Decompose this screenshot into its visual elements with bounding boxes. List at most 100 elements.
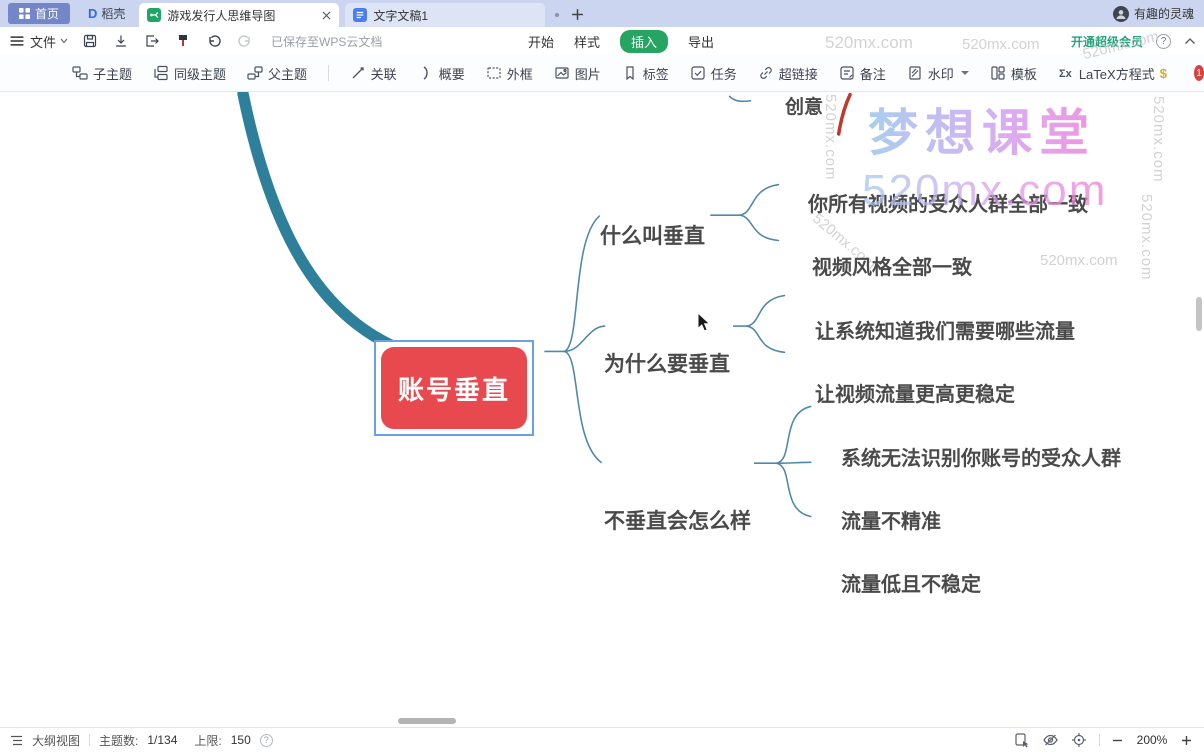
child-topic[interactable]: 系统无法识别你账号的受众人群 <box>841 448 1121 470</box>
branch-why-vertical[interactable]: 为什么要垂直 <box>604 353 730 376</box>
user-avatar <box>1112 5 1129 22</box>
summary-button[interactable]: 概要 <box>418 64 465 83</box>
template-label: 模板 <box>1010 66 1037 82</box>
logo-red-stroke <box>836 92 852 136</box>
outline-view-icon <box>11 735 22 745</box>
outline-view-button[interactable]: 大纲视图 <box>32 733 81 748</box>
parent-topic-button[interactable]: 父主题 <box>247 64 307 83</box>
relation-button[interactable]: 关联 <box>350 64 397 83</box>
plus-icon <box>572 9 584 20</box>
watermark-icon <box>909 66 921 80</box>
upgrade-member-link[interactable]: 开通超级会员 <box>1070 34 1143 49</box>
file-menu-label: 文件 <box>30 34 57 50</box>
new-tab-button[interactable] <box>571 8 584 21</box>
brand-watermark: 梦想课堂 <box>868 93 1096 165</box>
status-divider <box>89 734 91 746</box>
vertical-scrollbar[interactable] <box>1196 297 1202 331</box>
status-bar: 大纲视图 主题数: 1/134 上限: 150 ? 200% <box>0 727 1204 752</box>
save-status-text: 已保存至WPS云文档 <box>271 34 383 49</box>
child-topic[interactable]: 让视频流量更高更稳定 <box>815 384 1015 406</box>
image-button[interactable]: 图片 <box>554 64 601 83</box>
format-painter-button[interactable] <box>174 32 192 50</box>
mindmap-canvas[interactable]: 520mx.com 520mx.com 520mx.com 520mx.com … <box>0 92 1204 727</box>
child-topic[interactable]: 让系统知道我们需要哪些流量 <box>815 321 1075 343</box>
laser-pointer-icon[interactable] <box>1014 732 1030 748</box>
outer-frame-button[interactable]: 外框 <box>486 64 533 83</box>
tag-icon <box>626 66 634 81</box>
limit-help-icon[interactable]: ? <box>259 733 273 747</box>
download-button[interactable] <box>112 32 130 50</box>
home-button[interactable]: 首页 <box>8 3 70 24</box>
child-topic[interactable]: 流量不精准 <box>841 511 941 533</box>
root-node-selection-frame[interactable]: 账号垂直 <box>374 340 534 436</box>
hyperlink-button[interactable]: 超链接 <box>758 64 818 83</box>
menu-export[interactable]: 导出 <box>688 34 715 50</box>
latex-equation-button[interactable]: Σx LaTeX方程式 $ <box>1058 64 1167 83</box>
task-button[interactable]: 任务 <box>690 64 737 83</box>
menu-start[interactable]: 开始 <box>528 34 555 50</box>
subtopic-button[interactable]: 子主题 <box>72 64 132 83</box>
latex-paid-badge: $ <box>1159 65 1167 81</box>
export-doc-button[interactable] <box>143 32 161 50</box>
watermark-text: 520mx.com <box>825 33 913 52</box>
redo-button[interactable] <box>236 32 254 50</box>
branch-not-vertical[interactable]: 不垂直会怎么样 <box>604 510 751 533</box>
help-button[interactable]: ? <box>1156 33 1171 49</box>
svg-text:Σx: Σx <box>1059 68 1073 80</box>
summary-label: 概要 <box>438 66 465 82</box>
sibling-topic-label: 同级主题 <box>174 66 227 82</box>
menu-row: 文件 已保存至WPS云文档 开始 样 <box>0 27 1204 63</box>
child-topic[interactable]: 你所有视频的受众人群全部一致 <box>808 194 1088 216</box>
close-tab-icon[interactable] <box>322 11 331 20</box>
collapse-ribbon-icon[interactable] <box>1184 37 1196 45</box>
note-button[interactable]: 备注 <box>839 64 886 83</box>
text-doc-icon <box>353 8 368 22</box>
save-button[interactable] <box>81 32 99 50</box>
tab-overflow-dot <box>555 13 560 17</box>
locate-center-icon[interactable] <box>1071 732 1087 748</box>
horizontal-scrollbar[interactable] <box>398 718 456 724</box>
parent-topic-icon <box>247 66 263 80</box>
parent-topic-label: 父主题 <box>268 66 308 82</box>
sibling-topic-button[interactable]: 同级主题 <box>153 64 226 83</box>
template-button[interactable]: 模板 <box>990 64 1037 83</box>
menu-style[interactable]: 样式 <box>574 34 601 50</box>
child-topic[interactable]: 流量低且不稳定 <box>841 574 981 596</box>
image-label: 图片 <box>574 66 601 82</box>
sigma-icon: Σx <box>1059 68 1073 80</box>
hamburger-icon <box>10 36 24 46</box>
watermark-text: 520mx.com <box>1138 194 1155 281</box>
zoom-in-icon[interactable] <box>1181 735 1192 746</box>
note-icon <box>840 66 854 80</box>
sibling-topic-icon <box>154 65 168 81</box>
menu-insert-active[interactable]: 插入 <box>620 29 669 53</box>
hide-watermark-eye-icon[interactable] <box>1042 732 1059 748</box>
docer-icon: D <box>88 6 98 21</box>
child-topic[interactable]: 视频风格全部一致 <box>812 257 972 279</box>
template-icon <box>991 66 1005 80</box>
watermark-text: 520mx.com <box>822 94 839 181</box>
zoom-level[interactable]: 200% <box>1136 733 1168 747</box>
mouse-cursor <box>697 312 711 332</box>
outer-frame-label: 外框 <box>506 66 533 82</box>
account-area[interactable]: 有趣的灵魂 <box>1112 0 1194 27</box>
file-menu-button[interactable]: 文件 <box>8 32 68 51</box>
watermark-button[interactable]: 水印 <box>907 64 969 83</box>
zoom-out-icon[interactable] <box>1112 735 1123 746</box>
branch-what-is-vertical[interactable]: 什么叫垂直 <box>600 225 705 248</box>
topic-creative[interactable]: 创意 <box>785 97 824 118</box>
undo-button[interactable] <box>205 32 223 50</box>
watermark-text: 520mx.com <box>1150 96 1167 183</box>
docer-button[interactable]: D 稻壳 <box>88 5 125 22</box>
tab-text-document[interactable]: 文字文稿1 <box>345 3 546 27</box>
note-label: 备注 <box>859 66 886 82</box>
notification-badge[interactable]: 1 <box>1193 65 1204 81</box>
root-node[interactable]: 账号垂直 <box>381 347 527 429</box>
tag-button[interactable]: 标签 <box>622 64 669 83</box>
watermark-caret-icon <box>960 71 969 75</box>
user-name: 有趣的灵魂 <box>1133 7 1194 21</box>
tab-mindmap-document[interactable]: 游戏发行人思维导图 <box>139 3 340 27</box>
topic-count-label: 主题数: <box>99 733 139 748</box>
subtopic-label: 子主题 <box>93 66 133 82</box>
